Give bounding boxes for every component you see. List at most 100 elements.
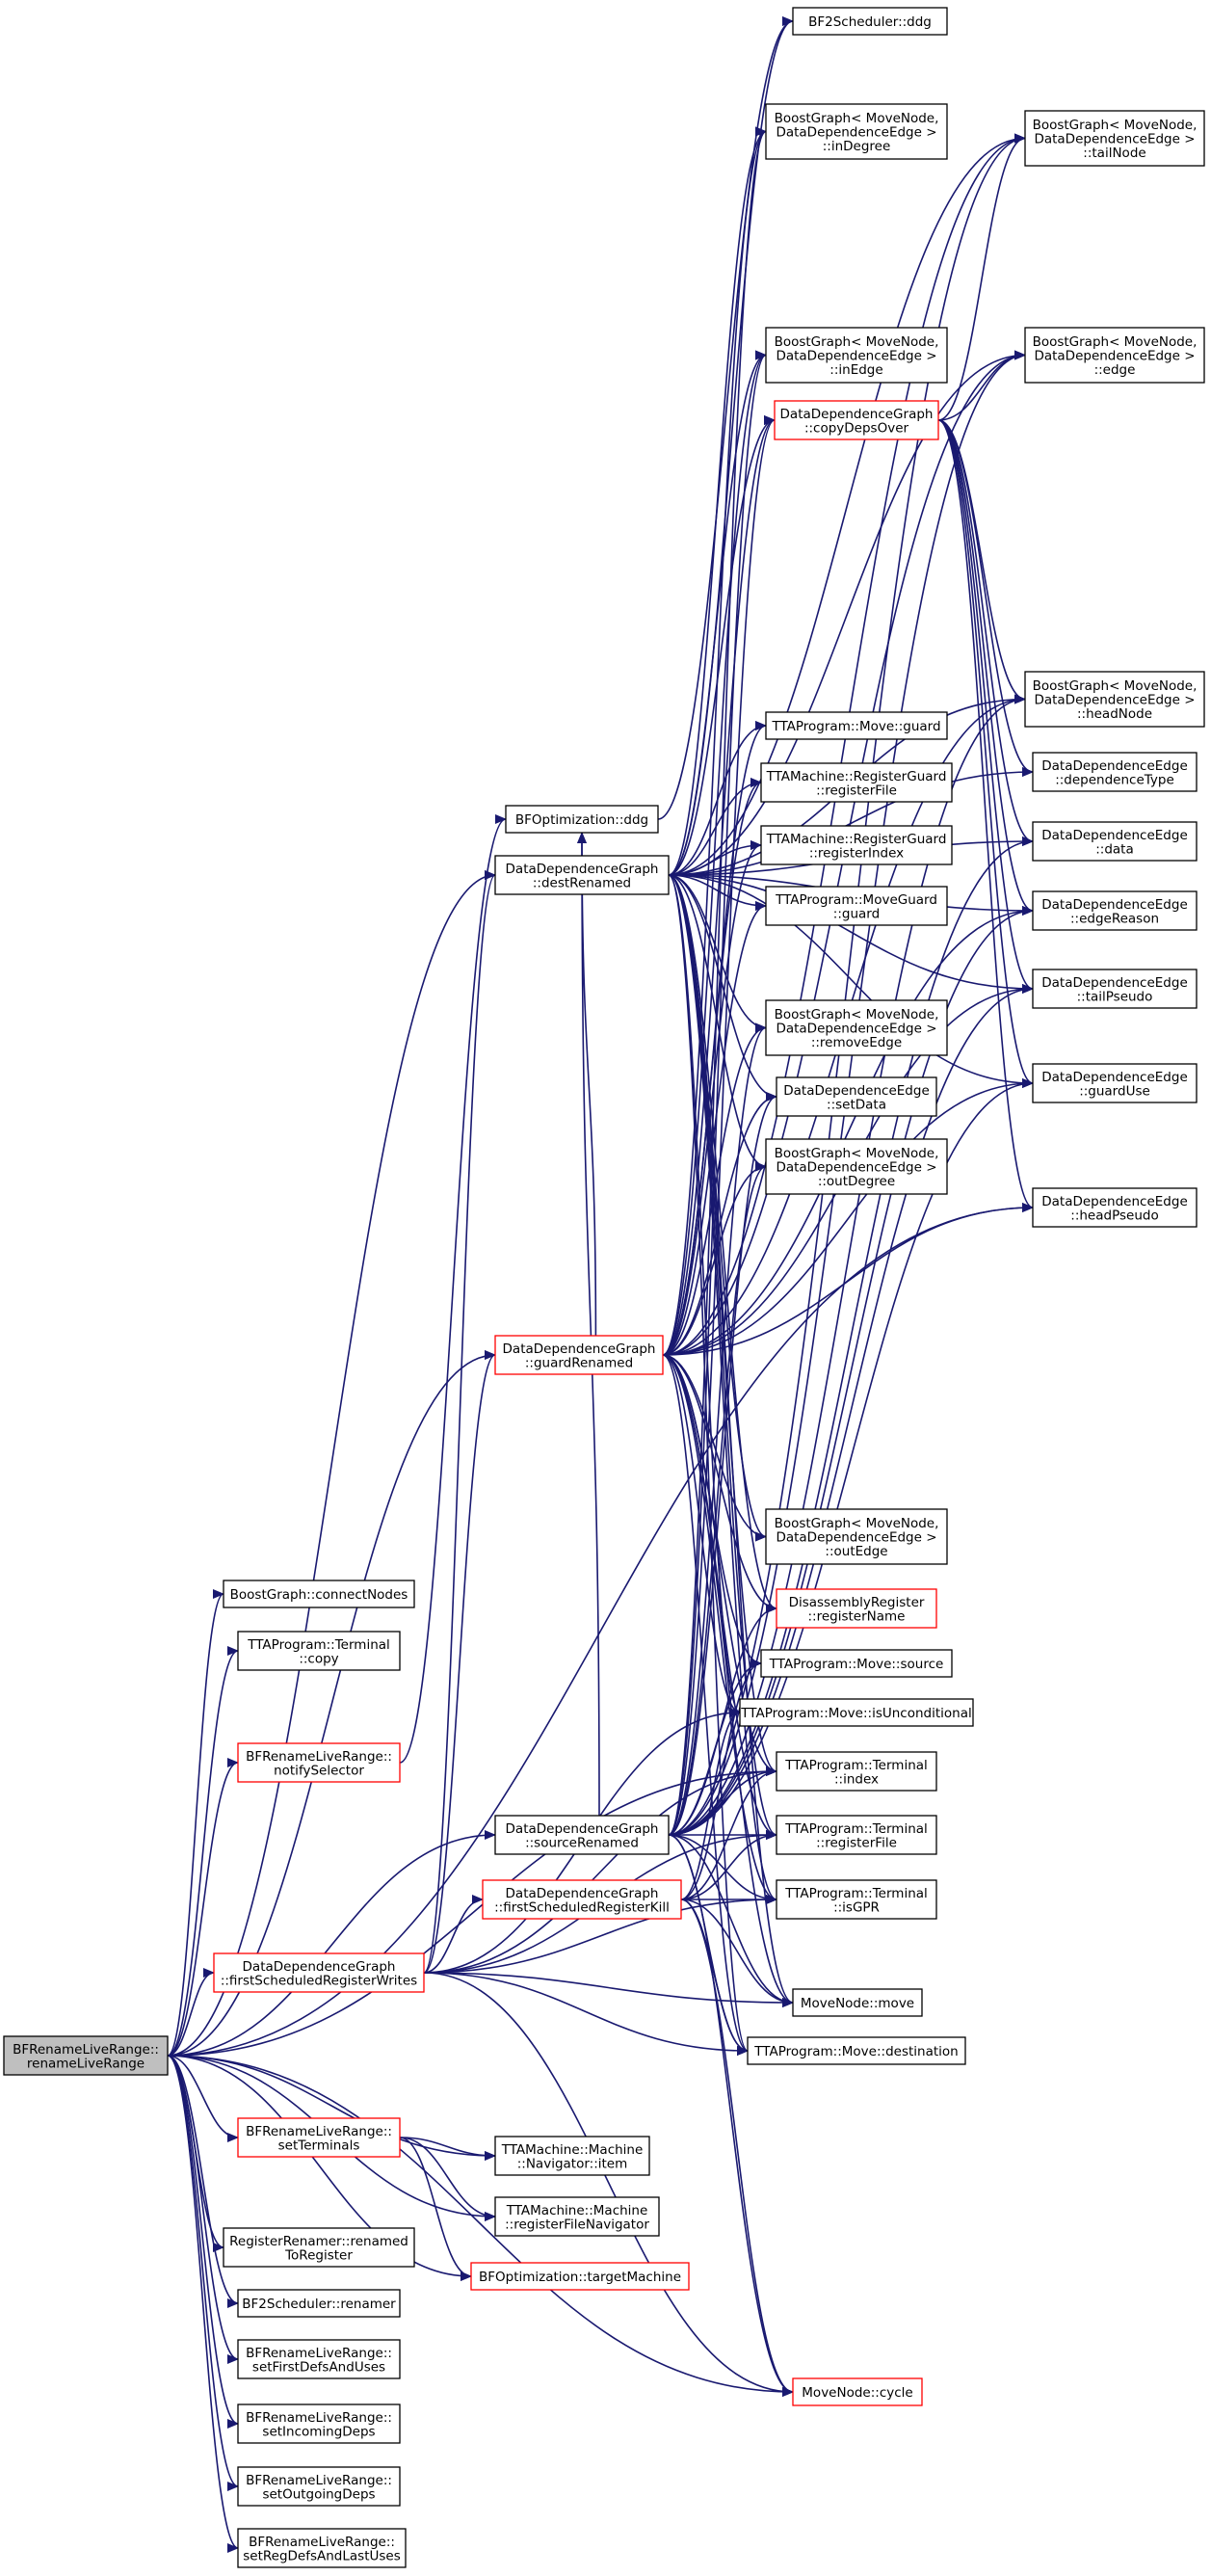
node-bg-indegree[interactable]: BoostGraph< MoveNode,DataDependenceEdge …	[765, 103, 948, 160]
node-rg-regindex[interactable]: TTAMachine::RegisterGuard::registerIndex	[760, 825, 953, 865]
node-label-line: BFOptimization::targetMachine	[479, 2270, 681, 2285]
node-box	[237, 2117, 401, 2158]
node-dde-data[interactable]: DataDependenceEdge::data	[1032, 821, 1198, 862]
node-ddg-firstkill[interactable]: DataDependenceGraph::firstScheduledRegis…	[482, 1879, 682, 1920]
edge-ddg_firstkill-to-term_index	[680, 1766, 777, 1900]
node-ddg-firstwrites[interactable]: DataDependenceGraph::firstScheduledRegis…	[213, 1952, 425, 1993]
node-label-line: ::sourceRenamed	[525, 1835, 639, 1850]
node-label-line: BFOptimization::ddg	[515, 812, 648, 828]
node-bg-outdegree[interactable]: BoostGraph< MoveNode,DataDependenceEdge …	[765, 1138, 948, 1195]
edge-ddg_srcrenamed-to-dde_edgereason	[668, 906, 1034, 1836]
node-bg-headnode[interactable]: BoostGraph< MoveNode,DataDependenceEdge …	[1024, 671, 1205, 728]
node-box	[494, 855, 670, 895]
node-label-line: ::inDegree	[823, 139, 891, 154]
edge-ddg_destrenamed-to-bg_taildesc	[668, 133, 1026, 876]
node-move-dest[interactable]: TTAProgram::Move::destination	[747, 2036, 966, 2065]
node-label-line: TTAMachine::RegisterGuard	[766, 832, 947, 847]
edge-root-to-bfrlr_notify	[167, 1758, 239, 2057]
node-bfrlr-setinc[interactable]: BFRenameLiveRange::setIncomingDeps	[237, 2403, 401, 2444]
node-label-line: DataDependenceEdge	[1041, 1070, 1188, 1085]
node-mn-cycle[interactable]: MoveNode::cycle	[792, 2377, 923, 2406]
node-dde-guarduse[interactable]: DataDependenceEdge::guardUse	[1032, 1063, 1198, 1103]
node-box	[505, 805, 659, 834]
node-dreg-regname[interactable]: DisassemblyRegister::registerName	[776, 1588, 937, 1629]
node-bg-connectnodes[interactable]: BoostGraph::connectNodes	[223, 1580, 415, 1608]
node-term-isgpr[interactable]: TTAProgram::Terminal::isGPR	[776, 1879, 937, 1920]
edge-ddg_destrenamed-to-dreg_regname	[668, 874, 777, 1613]
edge-root-to-bfrlr_setinc	[167, 2055, 239, 2429]
node-machine-rfnav[interactable]: TTAMachine::Machine::registerFileNavigat…	[494, 2196, 660, 2237]
node-bg-taildesc[interactable]: BoostGraph< MoveNode,DataDependenceEdge …	[1024, 110, 1205, 167]
node-move-source[interactable]: TTAProgram::Move::source	[760, 1649, 953, 1678]
node-bfrlr-setout[interactable]: BFRenameLiveRange::setOutgoingDeps	[237, 2466, 401, 2507]
node-ddg-copydeps[interactable]: DataDependenceGraph::copyDepsOver	[774, 400, 939, 440]
node-label-line: DataDependenceEdge >	[776, 1160, 936, 1176]
node-box	[223, 2227, 415, 2268]
node-term-regfile[interactable]: TTAProgram::Terminal::registerFile	[776, 1815, 937, 1855]
node-moveguard-guard[interactable]: TTAProgram::MoveGuard::guard	[765, 886, 948, 926]
edge-ddg_srcrenamed-to-bg_headnode	[668, 694, 1026, 1836]
edge-ddg_guardrenamed-to-dde_edgereason	[662, 906, 1034, 1356]
node-label-line: DataDependenceGraph	[243, 1959, 396, 1975]
node-dde-tailpseudo[interactable]: DataDependenceEdge::tailPseudo	[1032, 969, 1198, 1009]
node-label-line: ::registerFileNavigator	[505, 2217, 649, 2232]
node-dde-headpseudo[interactable]: DataDependenceEdge::headPseudo	[1032, 1187, 1198, 1228]
node-dde-edgereason[interactable]: DataDependenceEdge::edgeReason	[1032, 890, 1198, 931]
node-root[interactable]: BFRenameLiveRange::renameLiveRange	[3, 2035, 169, 2076]
edge-bfrlr_setterm-to-machine_rfnav	[399, 2137, 496, 2221]
edge-ddg_firstkill-to-term_regfile	[680, 1830, 777, 1900]
edge-root-to-bg_connectnodes	[167, 1589, 224, 2057]
node-dde-setdata[interactable]: DataDependenceEdge::setData	[776, 1076, 937, 1117]
node-label-line: BoostGraph< MoveNode,	[775, 1146, 939, 1161]
node-bfrlr-setfirst[interactable]: BFRenameLiveRange::setFirstDefsAndUses	[237, 2339, 401, 2379]
node-label-line: DataDependenceGraph	[780, 407, 934, 422]
node-label-line: TTAProgram::Move::isUnconditional	[740, 1706, 971, 1721]
node-label-line: ::registerName	[808, 1608, 906, 1624]
node-label-line: DataDependenceEdge	[1041, 828, 1188, 843]
node-label-line: notifySelector	[274, 1763, 364, 1778]
node-dde-deptype[interactable]: DataDependenceEdge::dependenceType	[1032, 752, 1198, 792]
node-label-line: BF2Scheduler::ddg	[808, 14, 932, 30]
edge-root-to-bfopt_tm	[167, 2055, 472, 2281]
edge-ddg_srcrenamed-to-bfopt_ddg	[577, 832, 600, 1817]
node-label-line: TTAMachine::RegisterGuard	[766, 769, 947, 784]
node-bfrlr-setterm[interactable]: BFRenameLiveRange::setTerminals	[237, 2117, 401, 2158]
node-bf2-renamer[interactable]: BF2Scheduler::renamer	[237, 2289, 401, 2318]
node-label-line: renameLiveRange	[27, 2056, 145, 2071]
node-bfopt-tm[interactable]: BFOptimization::targetMachine	[470, 2262, 690, 2291]
edge-bfrlr_setterm-to-bfopt_tm	[399, 2137, 472, 2281]
node-box	[1024, 110, 1205, 167]
node-mnav-item[interactable]: TTAMachine::Machine::Navigator::item	[494, 2136, 650, 2176]
node-ddg-destrenamed[interactable]: DataDependenceGraph::destRenamed	[494, 855, 670, 895]
node-bg-removeedge[interactable]: BoostGraph< MoveNode,DataDependenceEdge …	[765, 999, 948, 1056]
edge-root-to-ddg_firstwrites	[167, 1968, 215, 2057]
node-term-copy[interactable]: TTAProgram::Terminal::copy	[237, 1631, 401, 1671]
node-term-index[interactable]: TTAProgram::Terminal::index	[776, 1751, 937, 1792]
edge-ddg_srcrenamed-to-term_isgpr	[668, 1834, 777, 1904]
node-bfrlr-setreg[interactable]: BFRenameLiveRange::setRegDefsAndLastUses	[237, 2528, 407, 2568]
node-move-guard[interactable]: TTAProgram::Move::guard	[765, 711, 948, 740]
node-label-line: DataDependenceEdge >	[776, 1530, 936, 1546]
node-label-line: setIncomingDeps	[262, 2424, 375, 2439]
node-move-isuncond[interactable]: TTAProgram::Move::isUnconditional	[739, 1698, 974, 1727]
node-bfopt-ddg[interactable]: BFOptimization::ddg	[505, 805, 659, 834]
edge-ddg_guardrenamed-to-dde_setdata	[662, 1092, 777, 1356]
node-ddg-guardrenamed[interactable]: DataDependenceGraph::guardRenamed	[494, 1335, 664, 1375]
node-rg-regfile[interactable]: TTAMachine::RegisterGuard::registerFile	[760, 762, 953, 803]
node-ddg-srcrenamed[interactable]: DataDependenceGraph::sourceRenamed	[494, 1815, 670, 1855]
node-label-line: DataDependenceEdge	[1041, 897, 1188, 913]
edge-ddg_srcrenamed-to-mn_cycle	[668, 1834, 794, 2397]
node-bg-inedge[interactable]: BoostGraph< MoveNode,DataDependenceEdge …	[765, 327, 948, 384]
node-label-line: ::Navigator::item	[517, 2156, 628, 2171]
node-bg-outedge[interactable]: BoostGraph< MoveNode,DataDependenceEdge …	[765, 1508, 948, 1565]
edge-ddg_firstwrites-to-term_index	[423, 1766, 777, 1974]
node-bf2-ddg[interactable]: BF2Scheduler::ddg	[792, 7, 948, 36]
node-bfrlr-notify[interactable]: BFRenameLiveRange::notifySelector	[237, 1742, 401, 1783]
node-box	[1032, 1063, 1198, 1103]
node-mn-move[interactable]: MoveNode::move	[792, 1988, 923, 2017]
edge-ddg_srcrenamed-to-bg_removeedge	[668, 1022, 767, 1836]
node-bg-edge[interactable]: BoostGraph< MoveNode,DataDependenceEdge …	[1024, 327, 1205, 384]
node-box	[494, 2196, 660, 2237]
